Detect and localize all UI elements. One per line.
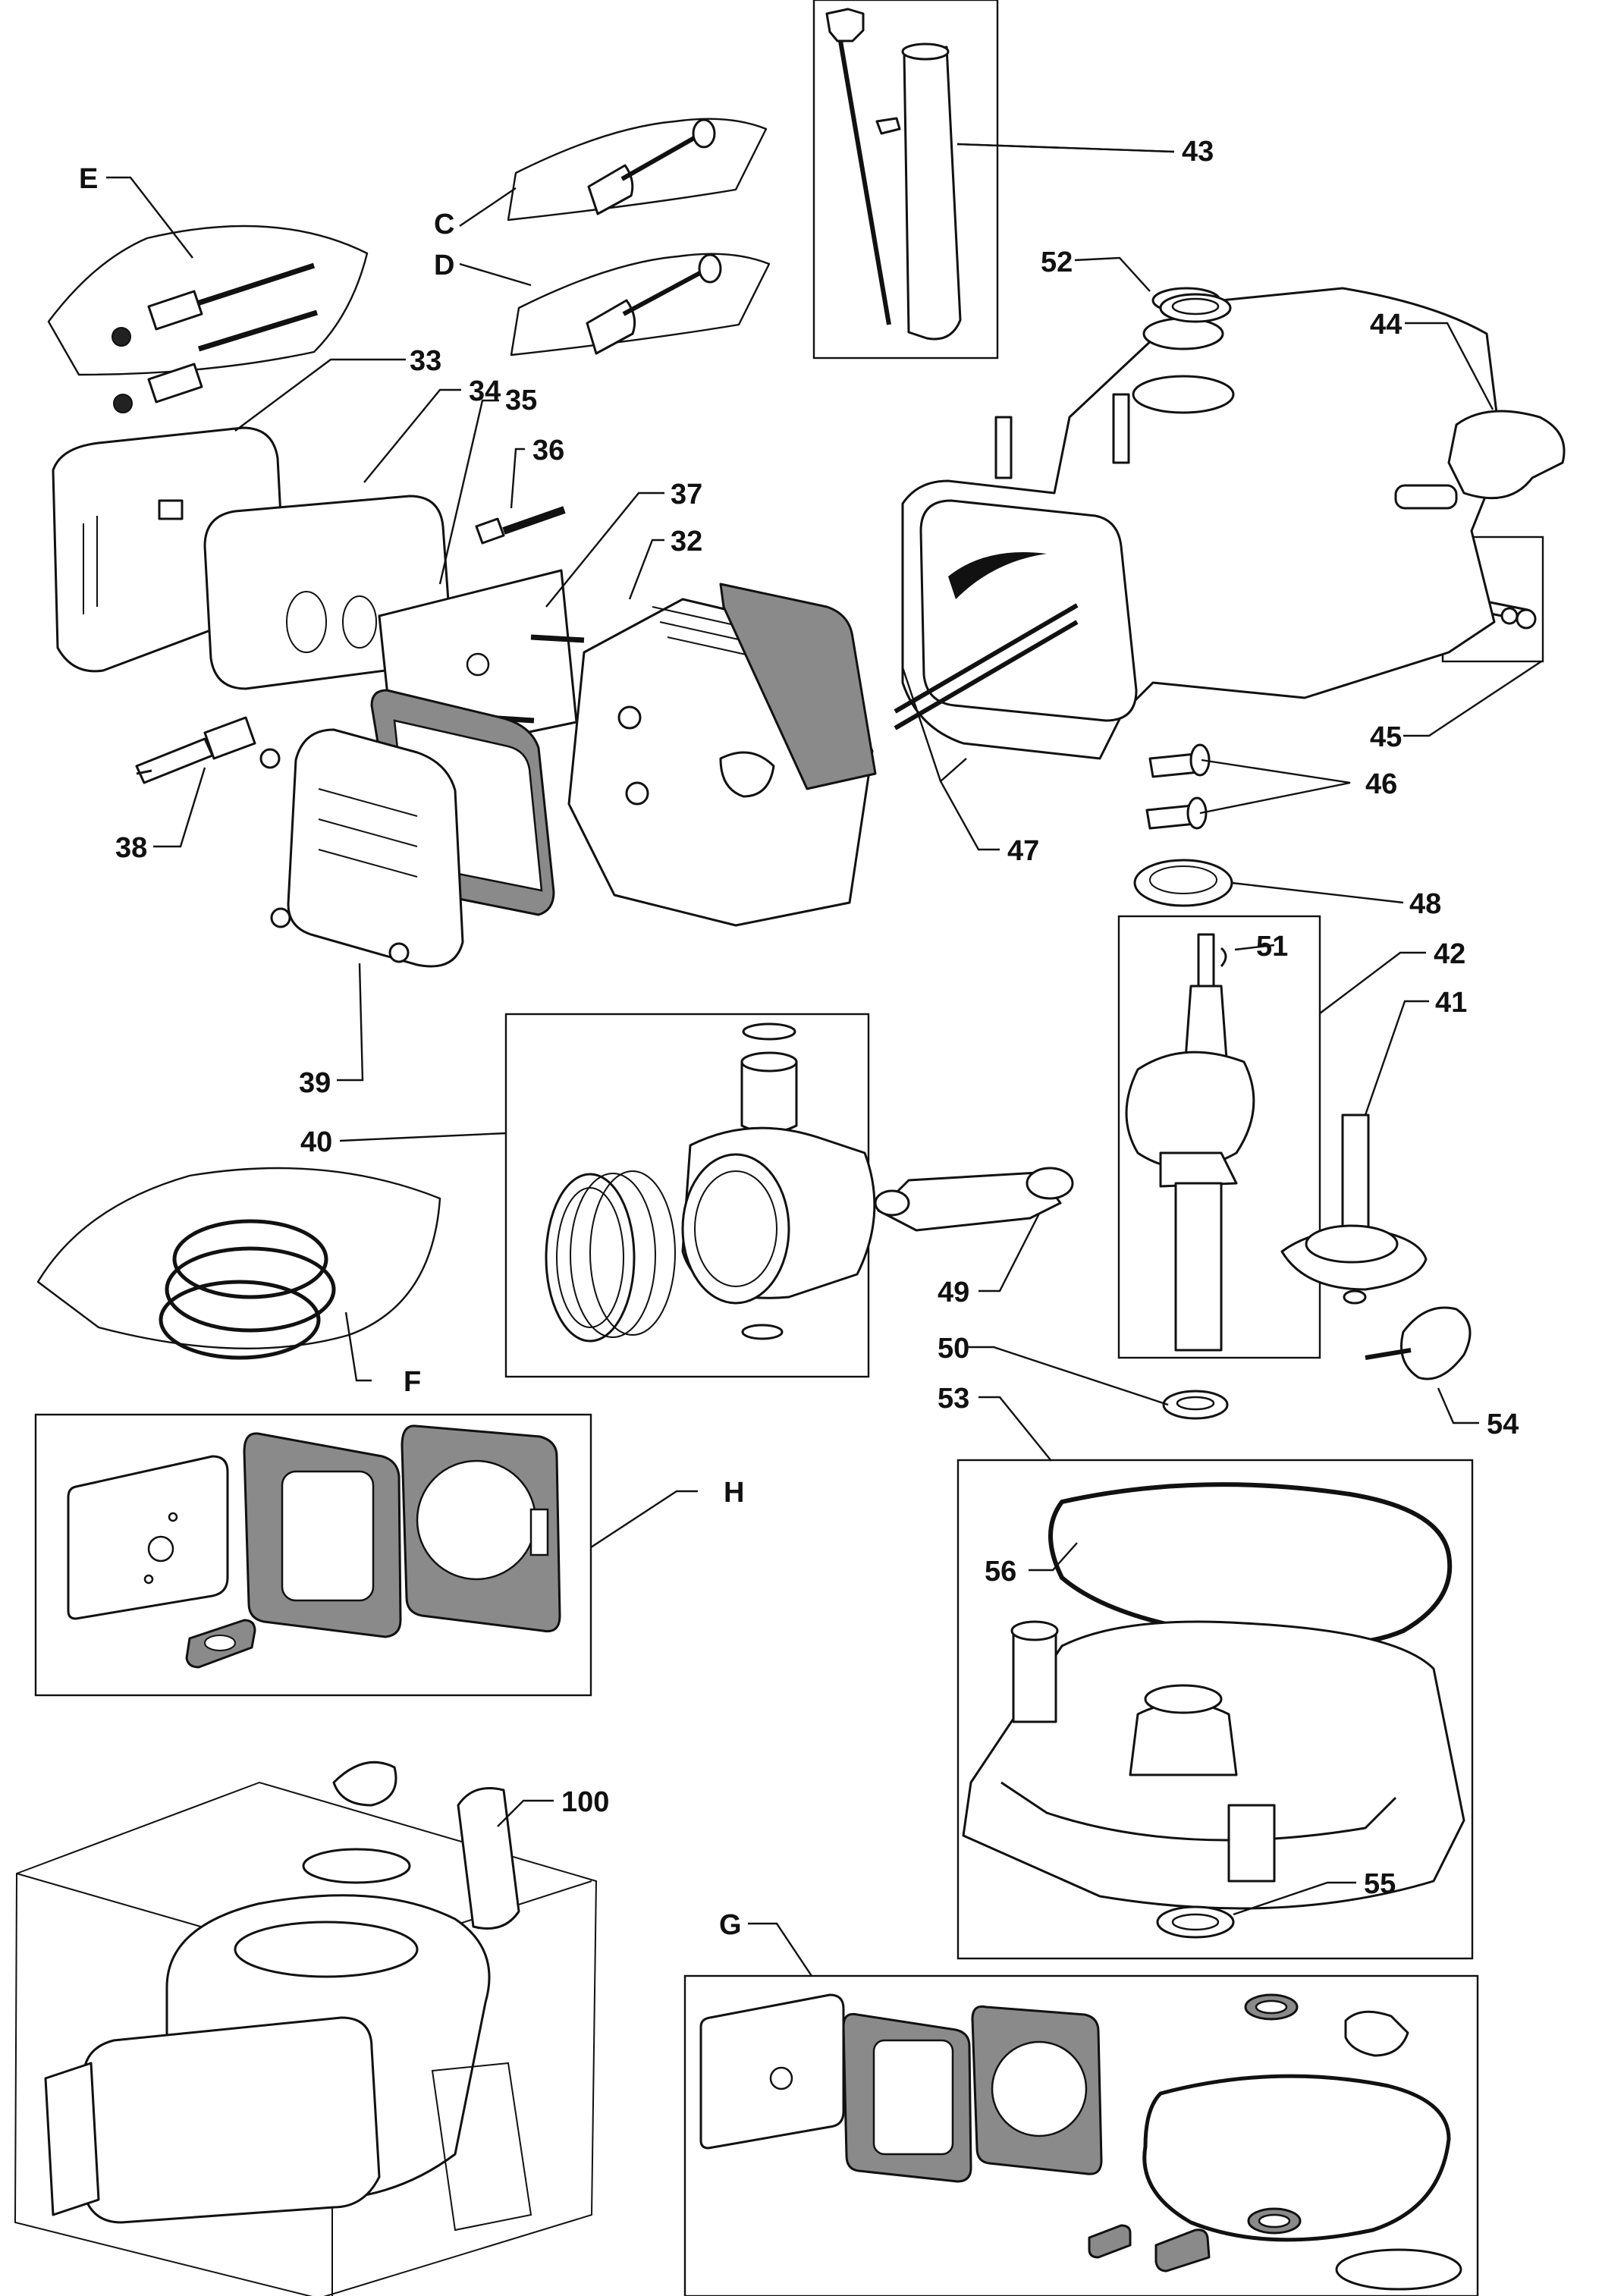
head-gasket-overlay [719, 583, 877, 790]
callout-100: 100 [561, 1786, 609, 1818]
callout-C: C [434, 209, 454, 240]
callout-52: 52 [1041, 247, 1073, 278]
callout-36: 36 [532, 435, 564, 466]
connecting-rod-49 [874, 1167, 1074, 1232]
valve-cover-39 [259, 728, 464, 968]
head-bolt-36 [475, 506, 566, 545]
callout-35-label: 35 [505, 385, 537, 416]
kit-box-53-crankcase-cover [956, 1459, 1474, 1960]
callout-F: F [404, 1366, 421, 1398]
complete-engine-100 [14, 1760, 598, 2296]
callout-44: 44 [1370, 309, 1402, 341]
callout-56: 56 [985, 1556, 1016, 1588]
callout-G: G [719, 1909, 742, 1941]
callout-40: 40 [300, 1126, 332, 1158]
leader-lines [106, 143, 1542, 1977]
callout-32: 32 [671, 526, 702, 558]
callout-H: H [724, 1477, 744, 1509]
callout-43: 43 [1182, 136, 1214, 168]
callout-46: 46 [1365, 768, 1397, 800]
kit-box-43 [812, 0, 1175, 360]
piston-rings-bag-F [36, 1167, 441, 1360]
callout-34: 34 [469, 375, 501, 407]
callout-labels: E C D 33 34 35 35 36 37 32 38 39 40 43 5… [79, 136, 1519, 1941]
valve-bag-D [510, 253, 771, 356]
callout-47: 47 [1007, 835, 1039, 867]
callout-E: E [79, 163, 98, 195]
spark-plug-38 [135, 716, 256, 784]
callout-53: 53 [938, 1383, 969, 1415]
dowel-pins-46 [1145, 743, 1211, 830]
kit-box-40-piston [504, 1013, 876, 1378]
callout-37: 37 [671, 479, 702, 510]
callout-42: 42 [1434, 938, 1465, 970]
kit-box-42-crankshaft [1117, 915, 1321, 1359]
breather-tube-44 [1394, 410, 1566, 510]
washer-50 [1162, 1390, 1229, 1420]
callout-50: 50 [938, 1333, 969, 1365]
callout-D: D [434, 250, 454, 281]
callout-54: 54 [1487, 1409, 1519, 1440]
callout-33: 33 [410, 345, 441, 377]
governor-54 [1365, 1306, 1472, 1380]
rocker-bag-E [47, 225, 369, 413]
callout-48: 48 [1409, 888, 1441, 920]
callout-45: 45 [1370, 721, 1402, 753]
callout-49: 49 [938, 1277, 969, 1308]
bearing-48 [1133, 859, 1233, 907]
oil-seal-52 [1159, 293, 1232, 323]
kit-box-H-gaskets [34, 1413, 592, 1697]
callout-55: 55 [1364, 1868, 1396, 1900]
camshaft-41 [1280, 1113, 1428, 1305]
callout-41: 41 [1435, 987, 1467, 1019]
callout-39: 39 [299, 1067, 331, 1099]
callout-51: 51 [1256, 931, 1288, 963]
kit-box-G-gasket-set [683, 1974, 1479, 2296]
valve-bag-C [507, 118, 768, 221]
callout-38: 38 [115, 832, 147, 864]
